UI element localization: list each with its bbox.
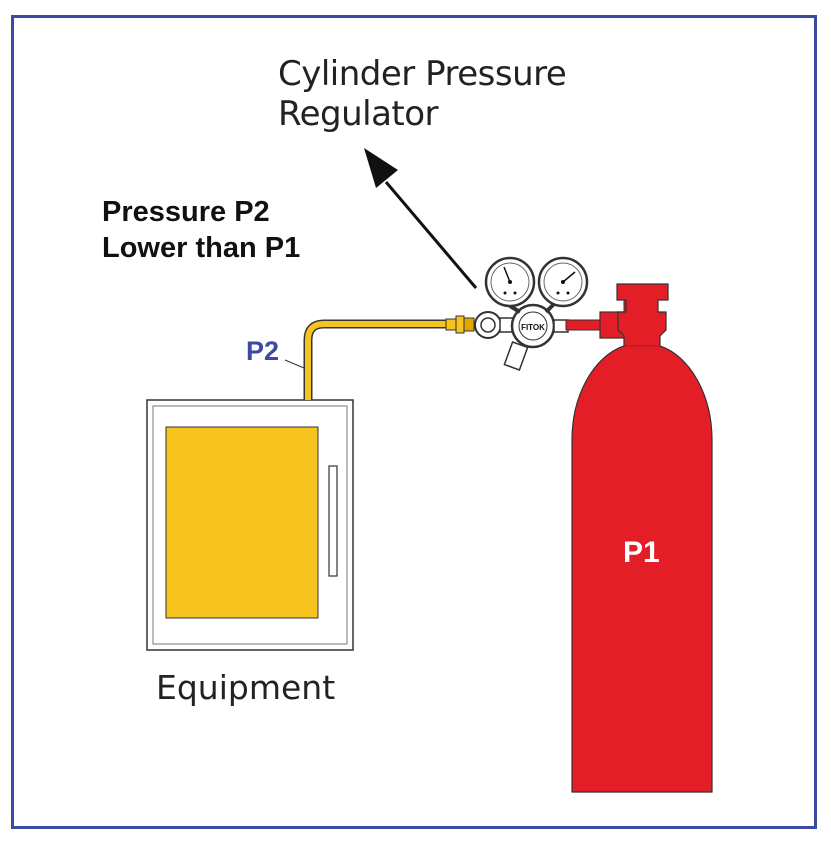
regulator-label-line1: Cylinder Pressure <box>278 54 567 94</box>
tubing <box>303 319 448 400</box>
p2-label: P2 <box>246 336 280 366</box>
regulator-label-line2: Regulator <box>278 94 439 134</box>
p1-label: P1 <box>623 536 660 569</box>
equipment-box-icon <box>146 399 354 651</box>
high-pressure-gauge-icon <box>537 256 589 308</box>
low-pressure-gauge-icon <box>484 256 536 308</box>
gas-cylinder-icon <box>571 283 713 793</box>
fitting-icon <box>445 315 475 334</box>
regulator-label: Cylinder Pressure Regulator <box>278 54 567 134</box>
pressure-note: Pressure P2 Lower than P1 <box>102 194 300 266</box>
regulator-brand: FITOK <box>521 323 545 332</box>
regulator-icon: FITOK <box>474 302 569 371</box>
pressure-note-line1: Pressure P2 <box>102 196 270 228</box>
arrow-icon <box>364 148 478 289</box>
p2-leader-line <box>284 359 305 369</box>
equipment-label: Equipment <box>156 668 336 707</box>
pressure-note-line2: Lower than P1 <box>102 232 301 264</box>
